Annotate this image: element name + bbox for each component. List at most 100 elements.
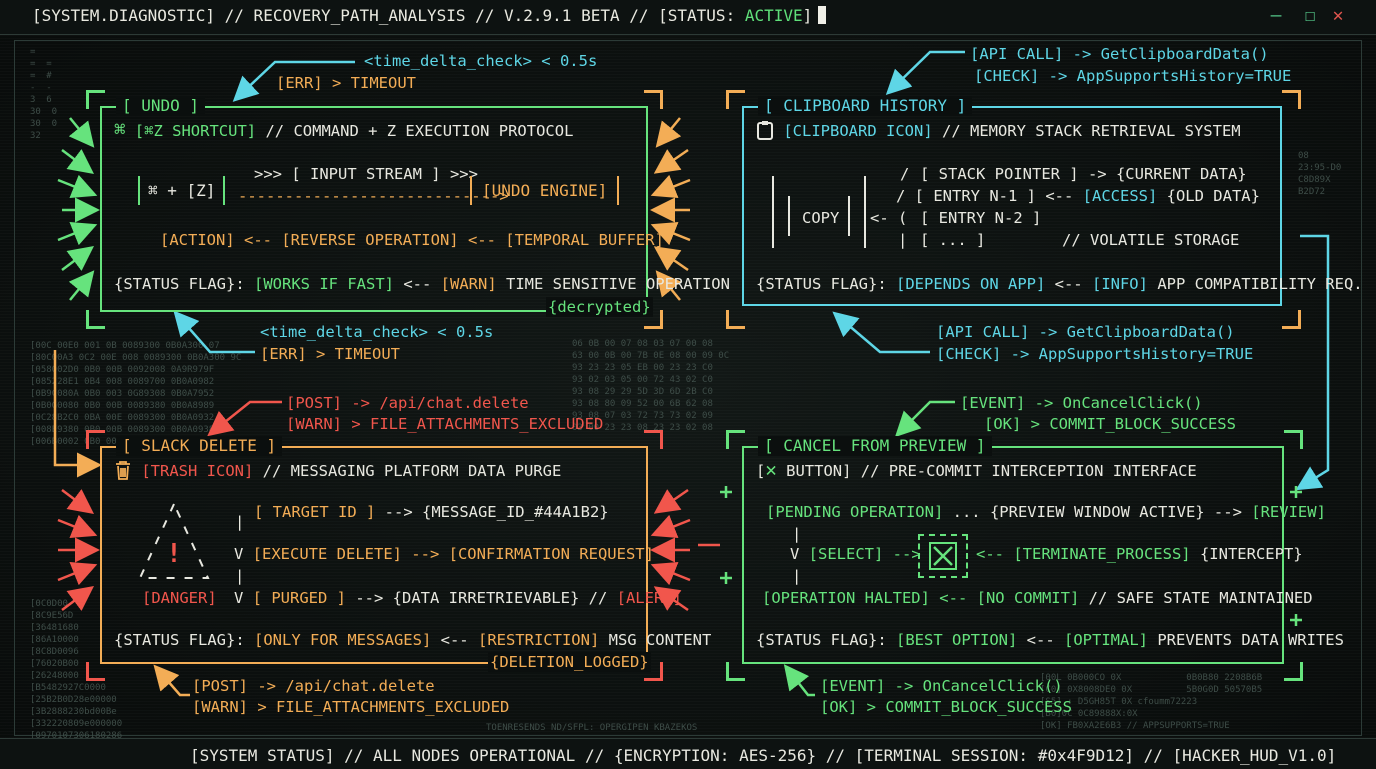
clipboard-entry-1: / [ ENTRY N-1 ] <-- [ACCESS] {OLD DATA} — [896, 187, 1260, 205]
undo-header: ⌘ [⌘Z SHORTCUT] // COMMAND + Z EXECUTION… — [114, 119, 574, 141]
clipboard-copy-label: COPY — [802, 209, 840, 227]
slack-deletion-logged-badge: {DELETION_LOGGED} — [488, 652, 651, 672]
slack-header: [TRASH ICON] // MESSAGING PLATFORM DATA … — [114, 460, 561, 481]
cancel-preview-panel: [ CANCEL FROM PREVIEW ] — [742, 436, 1284, 664]
cancel-panel-label: [ CANCEL FROM PREVIEW ] — [758, 436, 992, 456]
clipboard-corner-tl — [726, 90, 745, 109]
hex-dump-bottom-right: [00L 0B000CO 0X 0B0B80 2208B6B [C0] 0X80… — [1040, 673, 1263, 731]
hud-frame — [14, 40, 1362, 736]
footer-bar — [0, 738, 1376, 769]
clipboard-header: [CLIPBOARD ICON] // MEMORY STACK RETRIEV… — [756, 120, 1241, 141]
cancel-pending: [PENDING OPERATION] ... {PREVIEW WINDOW … — [766, 503, 1326, 521]
clipboard-panel-label: [ CLIPBOARD HISTORY ] — [758, 96, 973, 116]
title-bar — [0, 0, 1376, 35]
cancel-corner-bl — [726, 662, 745, 681]
slack-anno-bot-1: [POST] -> /api/chat.delete — [192, 677, 435, 695]
hex-dump-top-left: = = = = # - - 3 6 30 0 30 0 32 — [30, 47, 58, 141]
hex-dump-center: 06 0B 00 07 08 03 07 00 08 63 00 0B 00 7… — [572, 339, 730, 433]
slack-flow-bar-2: | — [235, 567, 245, 585]
terminate-x-button[interactable] — [918, 534, 968, 578]
slack-corner-br — [644, 662, 663, 681]
undo-corner-br — [644, 310, 663, 329]
undo-dashes: ----------------------------> — [238, 187, 509, 205]
slack-status-flag: {STATUS FLAG}: [ONLY FOR MESSAGES] <-- [… — [114, 631, 712, 649]
undo-key-combo: ⌘ + [Z] — [138, 176, 226, 205]
undo-corner-bl — [86, 310, 105, 329]
svg-text:!: ! — [166, 539, 182, 569]
cancel-anno-top-1: [EVENT] -> OnCancelClick() — [960, 394, 1203, 412]
undo-corner-tl — [86, 90, 105, 109]
undo-anno-top-2: [ERR] > TIMEOUT — [276, 74, 416, 92]
clipboard-entry-3: [ ... ] — [920, 231, 986, 249]
clipboard-anno-bot-2: [CHECK] -> AppSupportsHistory=TRUE — [936, 345, 1254, 363]
slack-danger-label: [DANGER] — [142, 589, 217, 607]
clipboard-volatile: // VOLATILE STORAGE — [1062, 231, 1240, 249]
maximize-button[interactable]: ☐ — [1304, 5, 1316, 26]
hex-dump-bottom-center: TOENRESENDS ND/SFPL: OPERGIPEN KBAZEKOS — [486, 723, 698, 733]
undo-corner-tr — [644, 90, 663, 109]
minimize-button[interactable]: — — [1270, 5, 1282, 26]
clipboard-entry-2: [ ENTRY N-2 ] — [920, 209, 1042, 227]
clipboard-icon — [757, 121, 773, 140]
clipboard-copy-arrow: <- ( — [870, 209, 908, 227]
slack-anno-top-1: [POST] -> /api/chat.delete — [286, 394, 529, 412]
undo-engine-box: [UNDO ENGINE] — [470, 176, 620, 205]
undo-panel-label: [ UNDO ] — [116, 96, 206, 116]
cancel-header: [✕ BUTTON] // PRE-COMMIT INTERCEPTION IN… — [756, 459, 1197, 481]
cancel-flow-bar: | — [792, 525, 802, 543]
cursor-block — [818, 6, 827, 24]
trash-icon — [116, 461, 130, 480]
x-icon: ✕ — [765, 459, 777, 481]
slack-purged: V [ PURGED ] --> {DATA IRRETRIEVABLE} //… — [234, 589, 682, 607]
clipboard-entry-3-bar: | — [898, 231, 908, 249]
clipboard-stack-bracket: / — [900, 165, 910, 183]
clipboard-corner-tr — [1282, 90, 1301, 109]
undo-anno-bot-1: <time_delta_check> < 0.5s — [260, 323, 494, 341]
clipboard-anno-bot-1: [API CALL] -> GetClipboardData() — [936, 323, 1235, 341]
cancel-corner-tl — [726, 430, 745, 449]
warning-triangle-icon: ! — [138, 501, 210, 579]
clipboard-corner-bl — [726, 310, 745, 329]
undo-status-flag: {STATUS FLAG}: [WORKS IF FAST] <-- [WARN… — [114, 275, 730, 293]
command-key-icon: ⌘ — [114, 119, 126, 141]
clipboard-status-flag: {STATUS FLAG}: [DEPENDS ON APP] <-- [INF… — [756, 275, 1363, 293]
footer-status: [SYSTEM STATUS] // ALL NODES OPERATIONAL… — [190, 746, 1337, 765]
slack-flow-bar: | — [235, 513, 245, 531]
cancel-anno-top-2: [OK] > COMMIT_BLOCK_SUCCESS — [984, 415, 1236, 433]
status-active: ACTIVE — [744, 6, 803, 25]
slack-corner-bl — [86, 662, 105, 681]
clipboard-corner-br — [1282, 310, 1301, 329]
slack-corner-tl — [86, 430, 105, 449]
slack-corner-tr — [644, 430, 663, 449]
slack-anno-bot-2: [WARN] > FILE_ATTACHMENTS_EXCLUDED — [192, 698, 510, 716]
cancel-halted: [OPERATION HALTED] <-- [NO COMMIT] // SA… — [762, 589, 1313, 607]
slack-delete-panel: [ SLACK DELETE ] — [100, 436, 648, 664]
clipboard-panel: [ CLIPBOARD HISTORY ] — [742, 96, 1282, 306]
undo-decrypted-badge: {decrypted} — [546, 297, 653, 317]
hex-dump-right: 08 23:95-D0 C8D89X B2D72 — [1298, 151, 1342, 197]
undo-action-line: [ACTION] <-- [REVERSE OPERATION] <-- [TE… — [160, 231, 664, 249]
cancel-flow-bar-2: | — [792, 567, 802, 585]
cancel-anno-bot-1: [EVENT] -> OnCancelClick() — [820, 677, 1063, 695]
slack-target-id: [ TARGET ID ] --> {MESSAGE_ID_#44A1B2} — [254, 503, 609, 521]
cancel-corner-br — [1284, 662, 1303, 681]
cancel-select: V [SELECT] --> — [790, 545, 921, 563]
clipboard-stack-frame — [772, 176, 866, 248]
hex-dump-left-bottom: [0C0D00 [8C9E56D [36481680 [86A10000 [8C… — [30, 599, 123, 741]
undo-input-stream: >>> [ INPUT STREAM ] >>> — [254, 165, 478, 183]
clipboard-stack-pointer: [ STACK POINTER ] -> {CURRENT DATA} — [920, 165, 1247, 183]
slack-panel-label: [ SLACK DELETE ] — [116, 436, 283, 456]
undo-anno-bot-2: [ERR] > TIMEOUT — [260, 345, 400, 363]
clipboard-copy-frame — [788, 196, 850, 236]
cancel-anno-bot-2: [OK] > COMMIT_BLOCK_SUCCESS — [820, 698, 1072, 716]
close-x-icon — [929, 542, 957, 570]
close-button[interactable]: ✕ — [1332, 5, 1344, 26]
cancel-terminate: <-- [TERMINATE_PROCESS] {INTERCEPT} — [976, 545, 1303, 563]
clipboard-anno-top-1: [API CALL] -> GetClipboardData() — [970, 45, 1269, 63]
window-title: [SYSTEM.DIAGNOSTIC] // RECOVERY_PATH_ANA… — [32, 6, 827, 26]
slack-execute-delete: V [EXECUTE DELETE] --> [CONFIRMATION REQ… — [234, 545, 654, 563]
clipboard-anno-top-2: [CHECK] -> AppSupportsHistory=TRUE — [974, 67, 1292, 85]
undo-anno-top-1: <time_delta_check> < 0.5s — [364, 52, 598, 70]
